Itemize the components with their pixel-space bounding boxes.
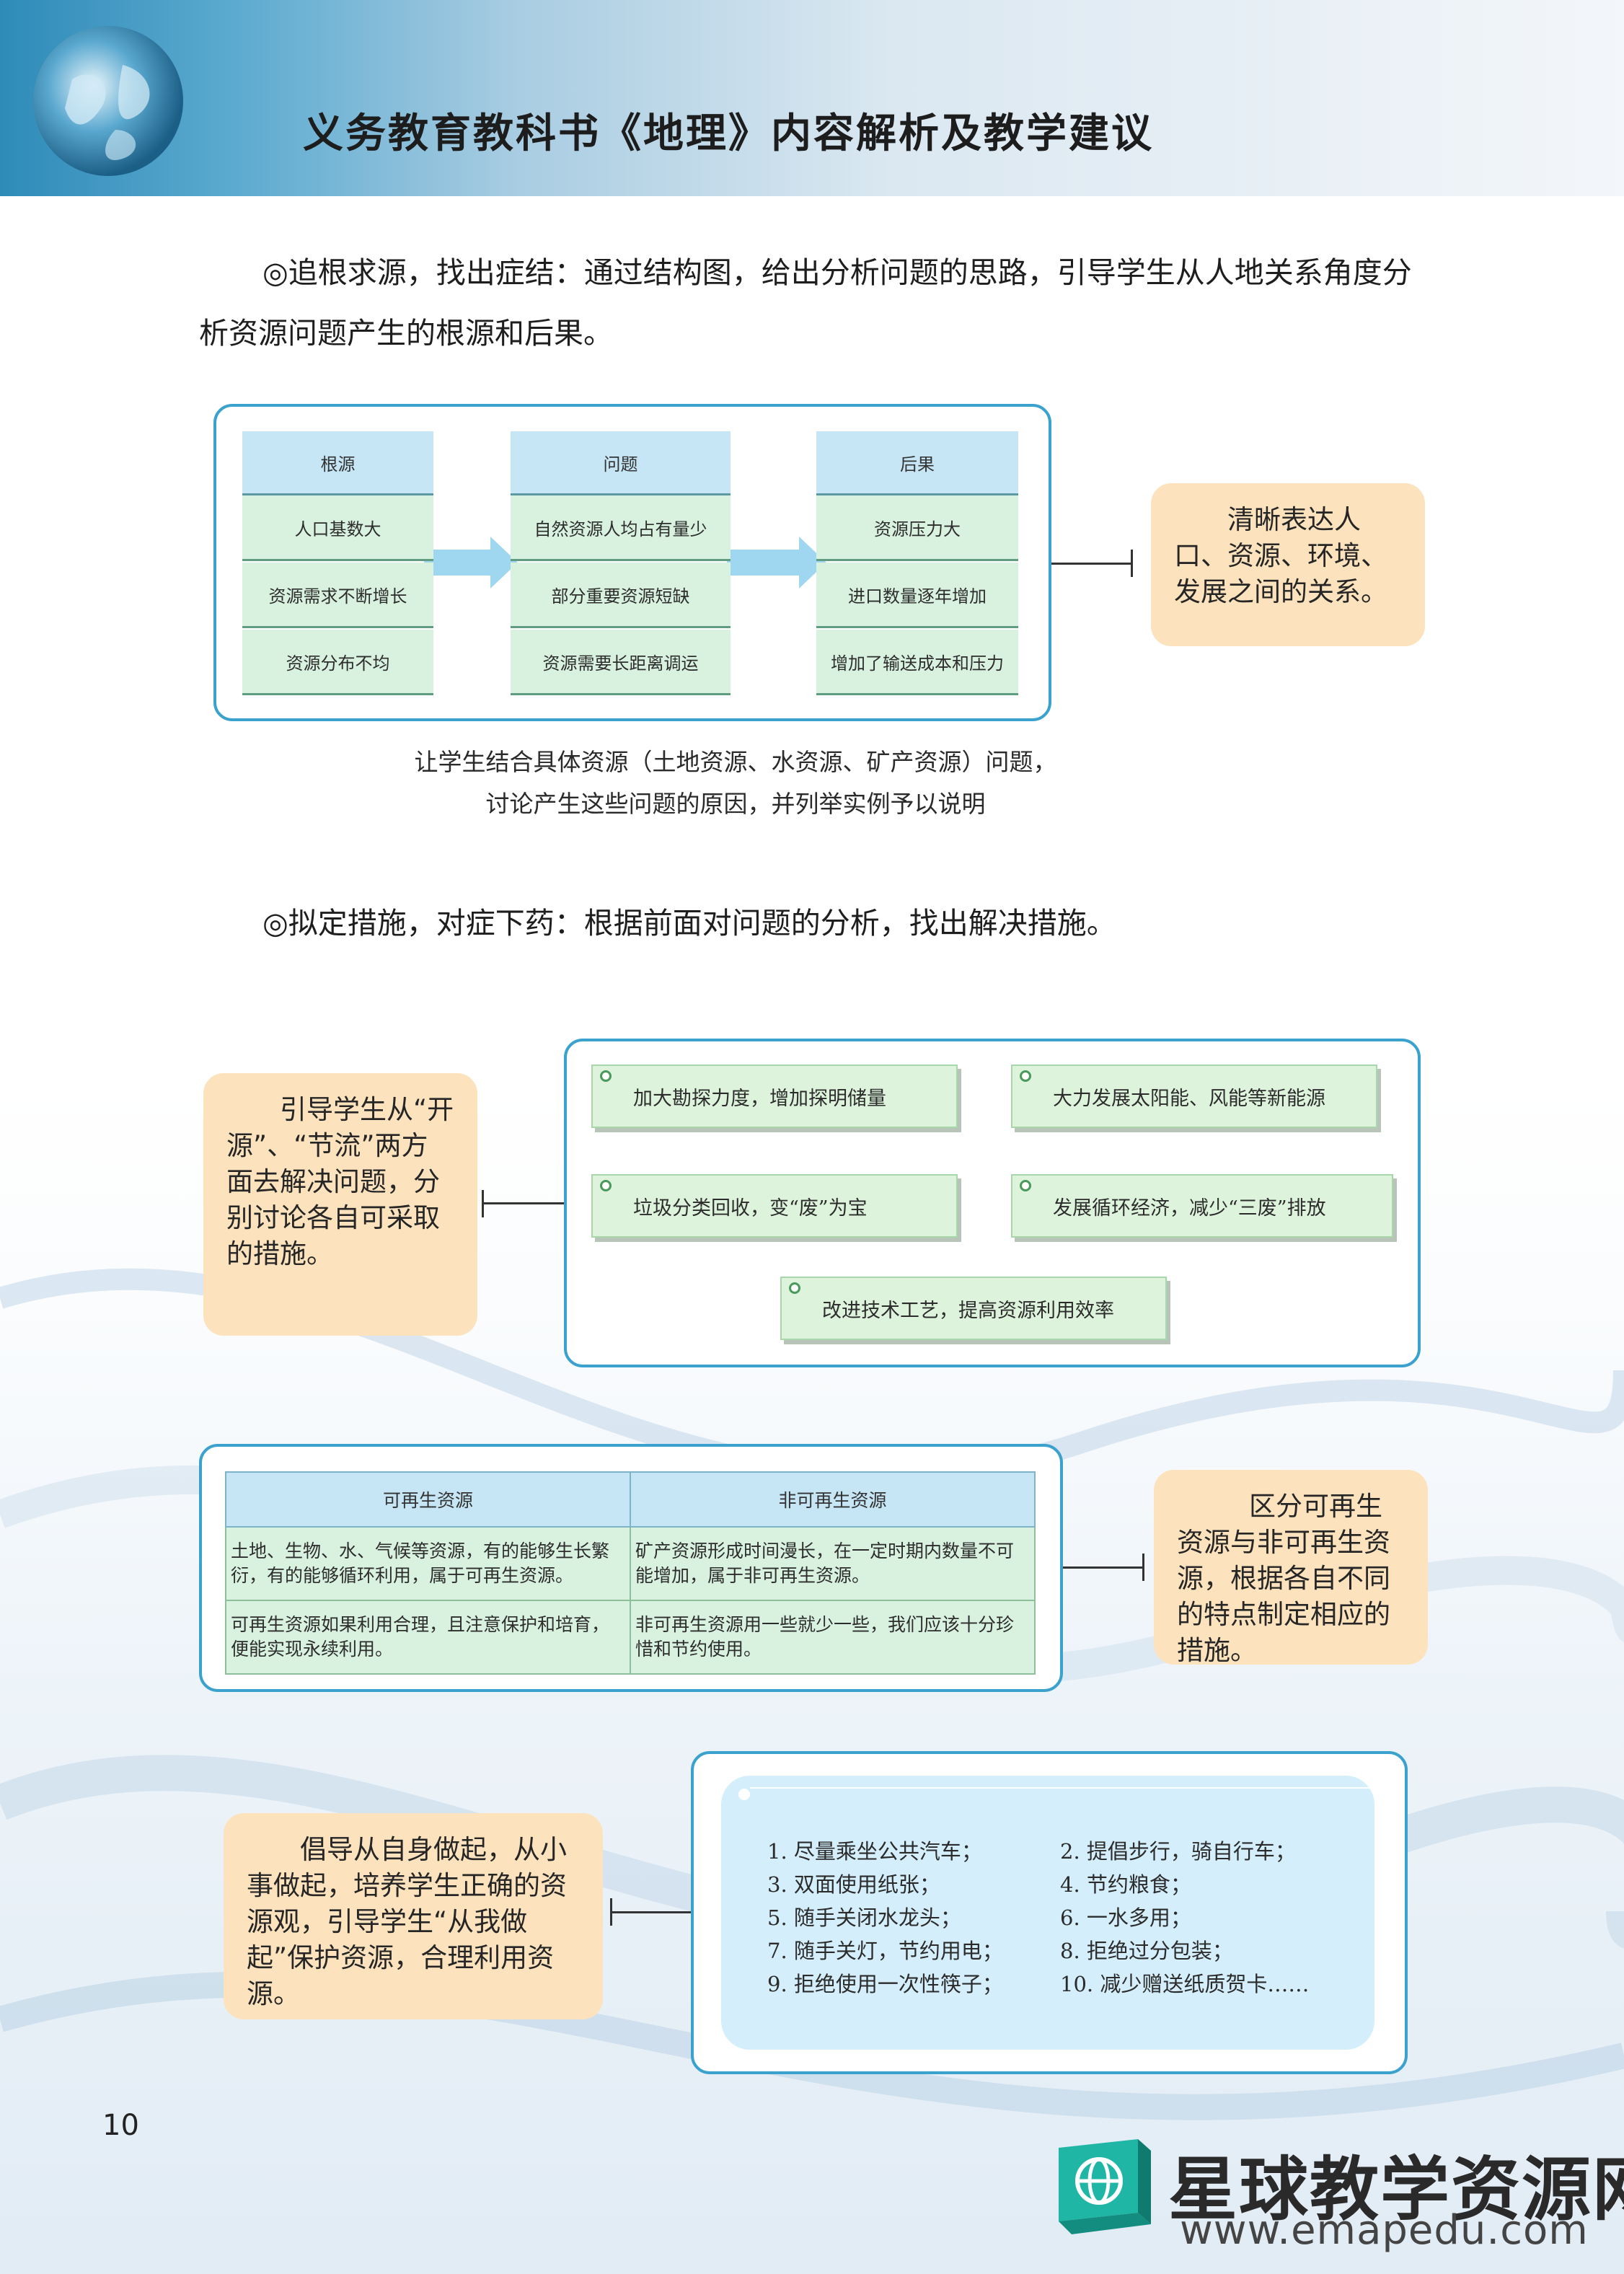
watermark-brand: 星球教学资源网 xyxy=(1168,2149,1624,2230)
diagram-caption: 让学生结合具体资源（土地资源、水资源、矿产资源）问题， 讨论产生这些问题的原因，… xyxy=(216,741,1255,825)
page-number: 10 xyxy=(102,2109,139,2142)
pin-icon xyxy=(789,1282,800,1294)
actions-inner-line xyxy=(750,1787,1373,1789)
header-title: 义务教育教科书《地理》内容解析及教学建议 xyxy=(303,110,1154,157)
measure-text: 改进技术工艺，提高资源利用效率 xyxy=(822,1299,1114,1322)
table-header: 非可再生资源 xyxy=(630,1471,1036,1528)
table-header: 可再生资源 xyxy=(225,1471,631,1528)
measure-card: 大力发展太阳能、风能等新能源 xyxy=(1011,1065,1377,1128)
pin-icon xyxy=(1020,1180,1031,1191)
list-item: 9. 拒绝使用一次性筷子； xyxy=(767,1972,1003,1996)
watermark-url: www.emapedu.com xyxy=(1180,2207,1589,2254)
connector-tick xyxy=(1142,1554,1144,1581)
column-cell: 自然资源人均占有量少 xyxy=(511,495,731,561)
caption-line: 让学生结合具体资源（土地资源、水资源、矿产资源）问题， xyxy=(414,748,1057,776)
arrow-right-icon xyxy=(424,537,518,589)
renewable-note: 区分可再生资源与非可再生资源，根据各自不同的特点制定相应的措施。 xyxy=(1154,1470,1428,1666)
list-item: 10. 减少赠送纸质贺卡…… xyxy=(1060,1972,1310,1996)
measure-text: 发展循环经济，减少“三废”排放 xyxy=(1053,1197,1326,1220)
measure-card: 加大勘探力度，增加探明储量 xyxy=(591,1065,958,1128)
measure-card: 改进技术工艺，提高资源利用效率 xyxy=(780,1277,1167,1340)
pin-icon xyxy=(738,1789,750,1800)
column-header: 问题 xyxy=(511,431,731,495)
column-problems: 问题 自然资源人均占有量少 部分重要资源短缺 资源需要长距离调运 xyxy=(511,431,731,695)
table-cell: 非可再生资源用一些就少一些，我们应该十分珍惜和节约使用。 xyxy=(630,1600,1036,1675)
list-item: 3. 双面使用纸张； xyxy=(767,1872,940,1897)
measures-note: 引导学生从“开源”、“节流”两方面去解决问题，分别讨论各自可采取的措施。 xyxy=(203,1073,477,1336)
connector-line xyxy=(482,1202,565,1204)
column-consequences: 后果 资源压力大 进口数量逐年增加 增加了输送成本和压力 xyxy=(816,431,1018,695)
pin-icon xyxy=(600,1070,612,1082)
column-cell: 部分重要资源短缺 xyxy=(511,563,731,628)
table-row: 土地、生物、水、气候等资源，有的能够生长繁衍，有的能够循环利用，属于可再生资源。… xyxy=(225,1526,1036,1601)
column-header: 根源 xyxy=(242,431,433,495)
actions-note: 倡导从自身做起，从小事做起，培养学生正确的资源观，引导学生“从我做起”保护资源，… xyxy=(224,1813,603,2019)
column-cell: 人口基数大 xyxy=(242,495,433,561)
connector-tick xyxy=(1131,550,1133,577)
arrow-right-icon xyxy=(727,537,826,589)
renewable-table: 可再生资源 非可再生资源 土地、生物、水、气候等资源，有的能够生长繁衍，有的能够… xyxy=(225,1471,1036,1675)
measure-text: 加大勘探力度，增加探明储量 xyxy=(633,1087,886,1110)
globe-icon xyxy=(33,26,183,176)
table-cell: 土地、生物、水、气候等资源，有的能够生长繁衍，有的能够循环利用，属于可再生资源。 xyxy=(225,1526,631,1601)
column-cell: 资源需要长距离调运 xyxy=(511,630,731,695)
list-item: 8. 拒绝过分包装； xyxy=(1060,1939,1233,1963)
column-cell: 进口数量逐年增加 xyxy=(816,563,1018,628)
measure-text: 垃圾分类回收，变“废”为宝 xyxy=(633,1197,868,1220)
measure-card: 垃圾分类回收，变“废”为宝 xyxy=(591,1174,958,1238)
table-cell: 矿产资源形成时间漫长，在一定时期内数量不可能增加，属于非可再生资源。 xyxy=(630,1526,1036,1601)
header-band xyxy=(0,0,1624,196)
column-cell: 资源需求不断增长 xyxy=(242,563,433,628)
table-cell: 可再生资源如果利用合理，且注意保护和培育，便能实现永续利用。 xyxy=(225,1600,631,1675)
book-globe-icon xyxy=(1059,2139,1151,2234)
measure-text: 大力发展太阳能、风能等新能源 xyxy=(1053,1087,1325,1110)
connector-line xyxy=(610,1911,691,1913)
list-item: 2. 提倡步行，骑自行车； xyxy=(1060,1839,1296,1864)
relationship-note: 清晰表达人口、资源、环境、发展之间的关系。 xyxy=(1151,483,1425,646)
section1-paragraph: ◎追根求源，找出症结：通过结构图，给出分析问题的思路，引导学生从人地关系角度分析… xyxy=(199,255,1412,351)
connector-line xyxy=(1051,563,1132,565)
list-item: 5. 随手关闭水龙头； xyxy=(767,1905,961,1930)
list-item: 7. 随手关灯，节约用电； xyxy=(767,1939,1003,1963)
section2-paragraph: ◎拟定措施，对症下药：根据前面对问题的分析，找出解决措施。 xyxy=(262,906,1116,940)
table-row: 可再生资源如果利用合理，且注意保护和培育，便能实现永续利用。 非可再生资源用一些… xyxy=(225,1600,1036,1675)
list-item: 4. 节约粮食； xyxy=(1060,1872,1191,1897)
column-cell: 资源压力大 xyxy=(816,495,1018,561)
measure-card: 发展循环经济，减少“三废”排放 xyxy=(1011,1174,1393,1238)
list-item: 1. 尽量乘坐公共汽车； xyxy=(767,1839,982,1864)
column-cell: 资源分布不均 xyxy=(242,630,433,695)
pin-icon xyxy=(1020,1070,1031,1082)
column-header: 后果 xyxy=(816,431,1018,495)
actions-panel xyxy=(721,1776,1374,2050)
column-cell: 增加了输送成本和压力 xyxy=(816,630,1018,695)
column-root-causes: 根源 人口基数大 资源需求不断增长 资源分布不均 xyxy=(242,431,433,695)
connector-line xyxy=(1063,1566,1144,1569)
list-item: 6. 一水多用； xyxy=(1060,1905,1191,1930)
caption-line: 讨论产生这些问题的原因，并列举实例予以说明 xyxy=(485,790,986,818)
pin-icon xyxy=(600,1180,612,1191)
